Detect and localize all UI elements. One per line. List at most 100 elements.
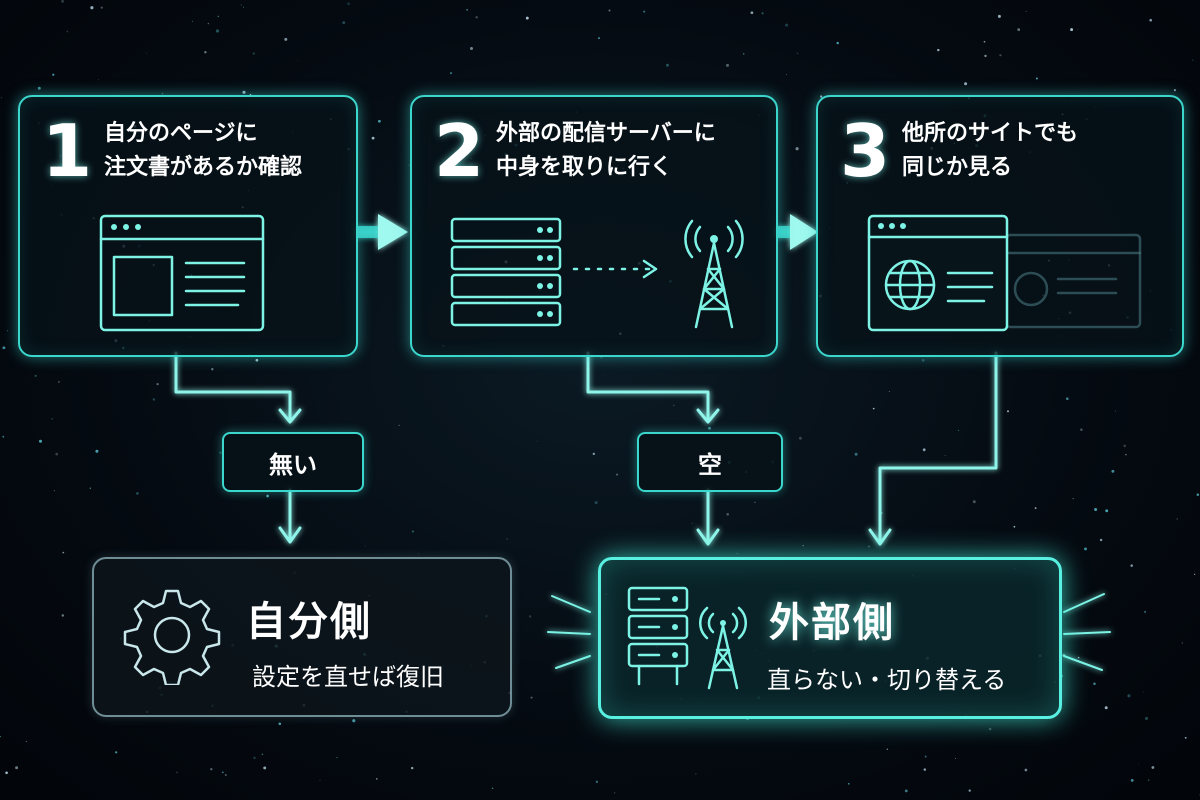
star [1089,637,1091,638]
star [1072,497,1074,500]
step-text: 他所のサイトでも 同じか見る [902,117,1078,185]
star [1115,410,1116,412]
star [336,756,338,759]
star [1125,453,1127,456]
star [210,768,213,771]
star [798,436,802,440]
star [411,766,414,770]
star [5,771,8,775]
star [1093,682,1096,685]
star [595,780,599,783]
star [90,6,94,10]
star [297,60,299,62]
arrowhead-external-b [868,528,892,546]
star [614,792,616,794]
star [872,407,875,410]
star [161,92,164,95]
star [352,719,356,723]
server-antenna-icon [627,586,748,690]
step-text-line2: 同じか見る [902,155,1013,180]
star [284,37,288,41]
star [1034,507,1037,510]
step-number: 3 [840,109,891,193]
star [89,487,91,489]
star [15,766,19,770]
star [95,449,99,453]
result-external-side-card: 外部側 直らない・切り替える [598,557,1062,719]
star [61,0,64,3]
star [1144,611,1146,613]
star [1123,444,1126,448]
star [25,741,27,743]
star [848,783,850,785]
star [240,4,242,6]
star [398,424,400,426]
star [726,513,729,516]
star [100,6,103,9]
star [207,22,210,25]
star [215,29,220,33]
star [742,53,745,55]
star [802,544,804,547]
star [1143,691,1145,693]
step-text-line1: 自分のページに [104,121,258,146]
star [145,52,147,54]
star [786,74,788,75]
step-text: 自分のページに 注文書があるか確認 [104,117,302,185]
star [999,54,1002,57]
star [592,452,595,456]
star [691,522,693,524]
star [51,417,54,420]
star [2,435,5,438]
connector-step1-to-missing [174,351,292,422]
star [1151,766,1155,769]
star [176,771,178,774]
star [736,553,738,555]
star [38,439,43,443]
star [983,40,986,43]
star [371,136,375,140]
star [224,773,227,777]
step-text-line1: 外部の配信サーバーに [496,121,716,146]
star [937,48,940,52]
star [411,530,414,533]
star [796,52,799,55]
star [1024,768,1028,772]
result-title: 自分側 [246,599,372,645]
star [673,404,675,407]
star [944,455,946,456]
star [886,748,888,750]
step-2-card: 2 外部の配信サーバーに 中身を取りに行く [410,95,778,357]
star [1130,778,1134,782]
result-self-side-card: 自分側 設定を直せば復旧 [92,557,512,717]
connector-step3-to-external [878,351,998,542]
star [417,553,419,555]
star [536,440,538,442]
star [449,71,453,75]
result-title: 外部側 [769,600,895,646]
arrowhead-self [278,526,302,544]
star [34,374,37,377]
arrowhead-missing [278,408,302,424]
star [408,164,410,166]
star [156,382,159,386]
star [364,545,366,547]
star [1070,28,1074,32]
star [242,90,246,94]
star [923,768,927,771]
star [888,390,891,393]
star [750,11,754,15]
step-3-card: 3 他所のサイトでも 同じか見る [816,95,1184,357]
star [666,63,669,67]
browser-window-icon [99,214,265,332]
antenna-tower-icon [684,219,744,329]
star [1144,716,1149,720]
star [2,346,6,350]
star [1173,89,1176,92]
star [252,52,255,55]
star [708,426,711,430]
star [278,722,282,726]
arrow-step1-to-step2 [356,214,408,250]
server-rack-icon [450,217,562,327]
